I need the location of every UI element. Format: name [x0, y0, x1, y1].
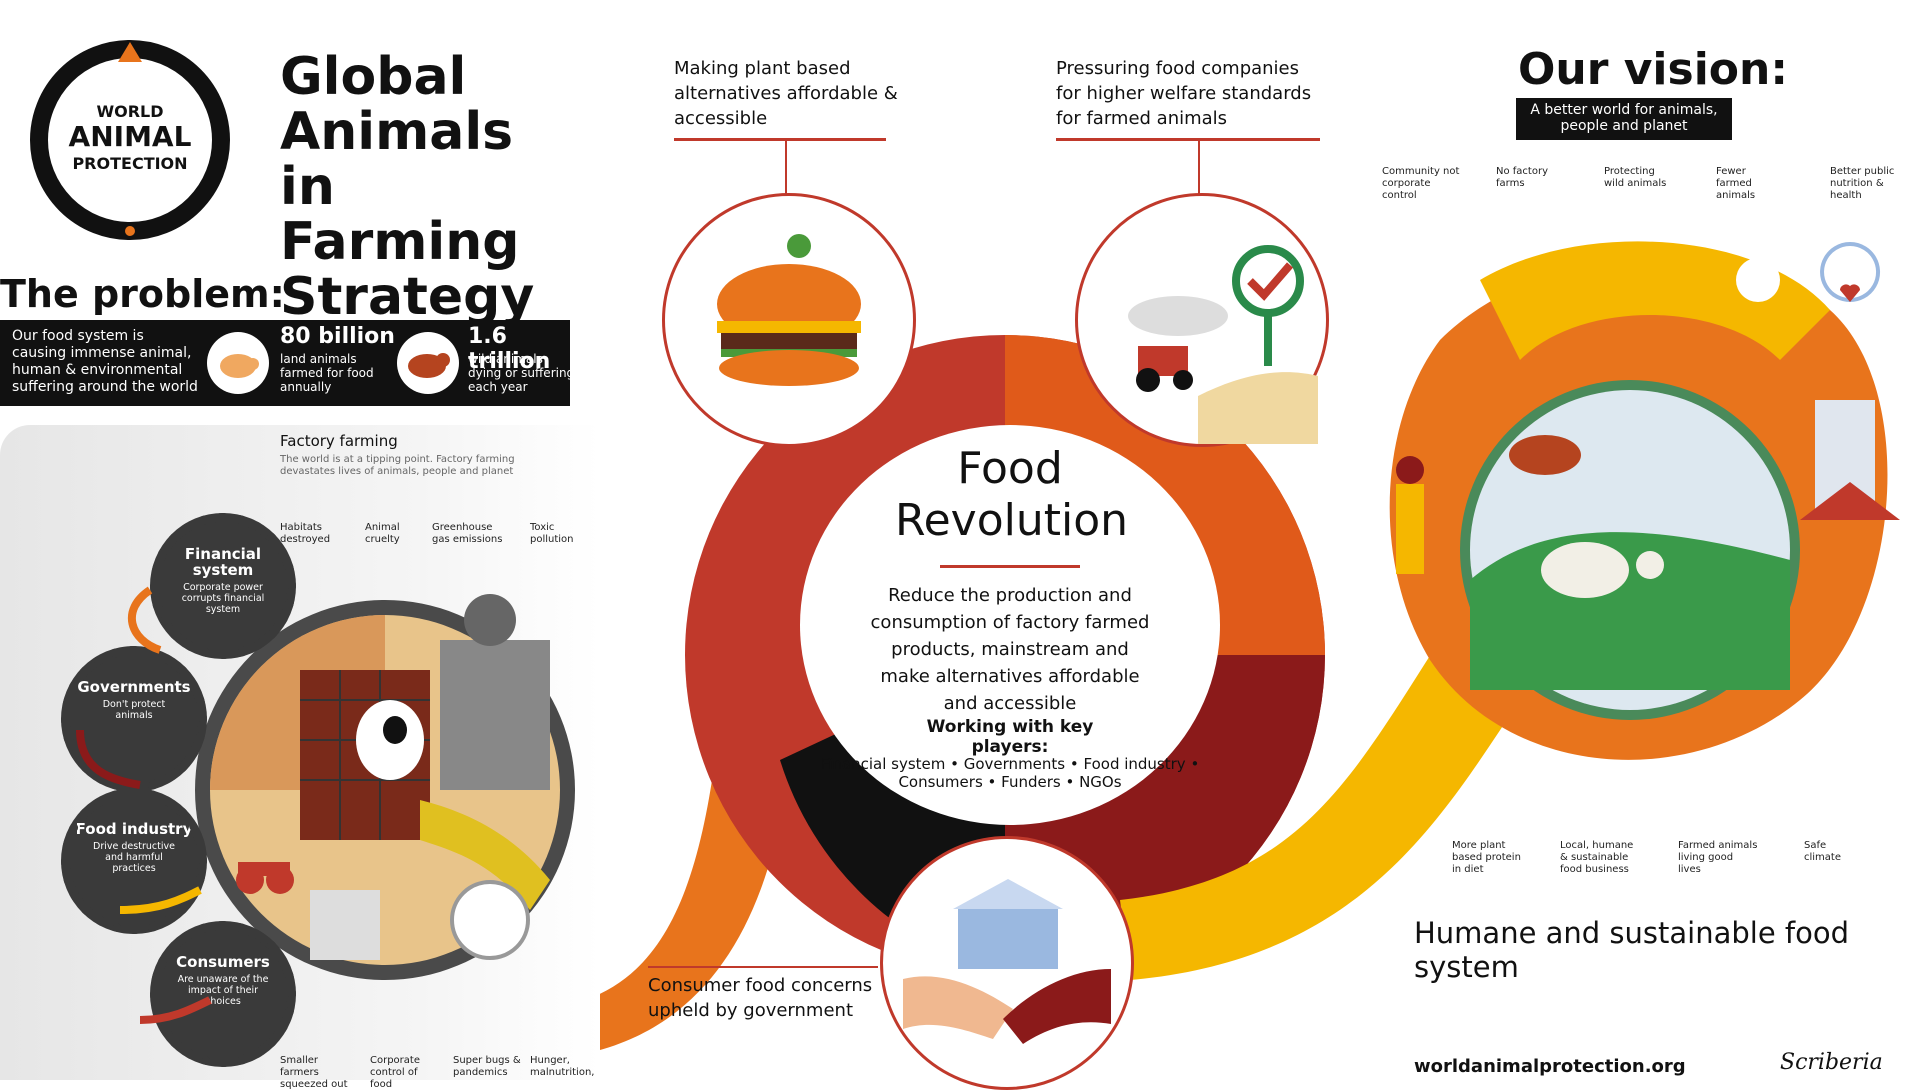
- label-habitats: Habitats destroyed: [280, 522, 331, 545]
- problem-heading: The problem:: [0, 272, 285, 316]
- logo-triangle-icon: [118, 42, 142, 62]
- bear-icon: [397, 332, 459, 394]
- gear-governments-desc: Don't protect animals: [102, 699, 166, 721]
- factory-title: Factory farming: [280, 432, 398, 450]
- center-arc-players: Financial system • Governments • Food in…: [820, 755, 1200, 791]
- stat1-value: 80 billion: [280, 324, 395, 349]
- vision-label-wild: Protecting wild animals: [1604, 166, 1667, 189]
- food-revolution-circle: Food Revolution Reduce the production an…: [800, 425, 1220, 825]
- center-arc-inner: Working with key players:: [926, 717, 1094, 757]
- vision-label-farmed-animals: Farmed animals living good lives: [1678, 840, 1758, 875]
- label-emissions: Greenhouse gas emissions: [432, 522, 503, 545]
- gear-consumers-title: Consumers: [176, 953, 270, 971]
- label-superbugs: Super bugs & pandemics: [453, 1055, 521, 1078]
- burger-circle: [662, 193, 916, 447]
- label-toxic: Toxic pollution: [530, 522, 574, 545]
- pig-icon: [207, 332, 269, 394]
- handshake-icon: [903, 879, 1111, 1044]
- pillar-government-line: [648, 966, 878, 968]
- vision-subtitle: A better world for animals, people and p…: [1516, 98, 1732, 140]
- pillar-plant-line: [674, 138, 886, 141]
- burger-icon: [717, 234, 861, 386]
- logo-dot: [125, 226, 135, 236]
- problem-description: Our food system is causing immense anima…: [12, 328, 198, 395]
- logo-line3: PROTECTION: [72, 154, 188, 173]
- stat2-desc: wild animals dying or suffering each yea…: [468, 352, 575, 394]
- logo-line1: WORLD: [96, 102, 164, 121]
- website-url[interactable]: worldanimalprotection.org: [1414, 1056, 1686, 1077]
- humane-food-system-heading: Humane and sustainable food system: [1414, 916, 1849, 984]
- world-animal-protection-logo: WORLD ANIMAL PROTECTION: [30, 40, 230, 240]
- label-smaller-farmers: Smaller farmers squeezed out: [280, 1055, 348, 1090]
- tractor-circle: [1075, 193, 1329, 447]
- center-title: Food Revolution: [895, 443, 1129, 546]
- gear-food-industry-title: Food industry: [75, 820, 193, 838]
- factory-farming-illustration: [195, 594, 575, 980]
- stat2-value: 1.6 trillion: [468, 324, 551, 374]
- vision-label-local: Local, humane & sustainable food busines…: [1560, 840, 1634, 875]
- vision-illustration: [1389, 241, 1900, 760]
- vision-label-fewer: Fewer farmed animals: [1716, 166, 1756, 201]
- center-body: Reduce the production and consumption of…: [870, 585, 1150, 714]
- gear-financial-title: Financial system: [184, 545, 262, 579]
- label-hunger: Hunger, malnutrition,: [530, 1055, 595, 1078]
- scriberia-signature: Scriberia: [1780, 1050, 1883, 1075]
- pillar-plant-text: Making plant based alternatives affordab…: [674, 58, 898, 129]
- handshake-circle: [880, 836, 1134, 1090]
- pillar-government-text: Consumer food concerns upheld by governm…: [648, 975, 873, 1021]
- pillar-welfare-connector: [1198, 140, 1200, 194]
- pillar-welfare-line: [1056, 138, 1320, 141]
- center-divider: [940, 565, 1080, 568]
- gear-consumers: Consumers Are unaware of the impact of t…: [150, 921, 296, 1067]
- label-cruelty: Animal cruelty: [365, 522, 400, 545]
- gear-arrows: [76, 586, 212, 1024]
- gear-financial-system: Financial system Corporate power corrupt…: [150, 513, 296, 659]
- gear-consumers-desc: Are unaware of the impact of their choic…: [177, 974, 269, 1007]
- pillar-welfare-text: Pressuring food companies for higher wel…: [1056, 58, 1312, 129]
- gear-financial-desc: Corporate power corrupts financial syste…: [181, 582, 265, 615]
- vision-label-plant-protein: More plant based protein in diet: [1452, 840, 1521, 875]
- gear-governments-title: Governments: [77, 678, 191, 696]
- vision-label-climate: Safe climate: [1804, 840, 1841, 863]
- logo-line2: ANIMAL: [68, 120, 192, 153]
- tractor-check-icon: [1128, 245, 1318, 444]
- factory-subtitle: The world is at a tipping point. Factory…: [280, 454, 515, 477]
- vision-label-no-factory: No factory farms: [1496, 166, 1548, 189]
- vision-title: Our vision:: [1518, 44, 1788, 95]
- page-title: Global Animals in Farming Strategy: [280, 47, 535, 327]
- vision-label-nutrition: Better public nutrition & health: [1830, 166, 1895, 201]
- label-corporate-control: Corporate control of food: [370, 1055, 420, 1090]
- gear-food-industry-desc: Drive destructive and harmful practices: [93, 841, 175, 874]
- pillar-plant-connector: [785, 140, 787, 194]
- vision-label-community: Community not corporate control: [1382, 166, 1460, 201]
- problem-bar: Our food system is causing immense anima…: [0, 320, 574, 406]
- stat1-desc: land animals farmed for food annually: [280, 352, 374, 394]
